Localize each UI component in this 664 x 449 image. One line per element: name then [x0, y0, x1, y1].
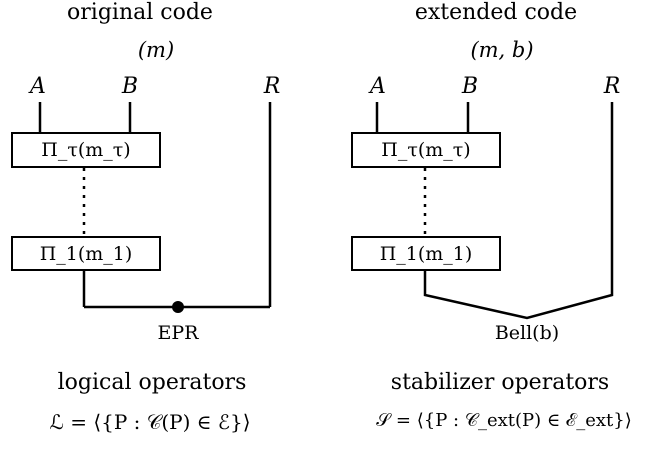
- left-footer-title: logical operators: [57, 370, 247, 395]
- left-epr-dot: [172, 301, 184, 313]
- right-box-bottom: Π_1(m_1): [351, 236, 501, 271]
- right-footer-title: stabilizer operators: [390, 370, 610, 395]
- right-wire-bell: [423, 102, 614, 320]
- right-label-b: B: [461, 74, 479, 99]
- left-box-top-label: Π_τ(m_τ): [41, 139, 131, 161]
- right-params: (m, b): [470, 38, 534, 62]
- left-box-top: Π_τ(m_τ): [11, 132, 161, 168]
- left-box-bottom: Π_1(m_1): [11, 236, 161, 271]
- right-junction-label: Bell(b): [494, 322, 560, 344]
- right-label-a: A: [370, 74, 386, 99]
- right-box-top-label: Π_τ(m_τ): [381, 139, 471, 161]
- left-junction-label: EPR: [157, 322, 199, 344]
- right-footer-eq: 𝒮 = ⟨{P : 𝒞_ext(P) ∈ ℰ_ext}⟩: [376, 410, 632, 431]
- right-box-top: Π_τ(m_τ): [351, 132, 501, 168]
- left-params: (m): [137, 38, 175, 62]
- left-footer-eq: ℒ = ⟨{P : 𝒞(P) ∈ ℰ}⟩: [49, 410, 251, 434]
- right-title: extended code: [414, 0, 578, 25]
- left-label-a: A: [30, 74, 46, 99]
- left-title: original code: [67, 0, 213, 25]
- left-label-r: R: [263, 74, 281, 99]
- right-label-r: R: [603, 74, 621, 99]
- left-label-b: B: [121, 74, 139, 99]
- right-box-bottom-label: Π_1(m_1): [379, 242, 473, 265]
- left-box-bottom-label: Π_1(m_1): [39, 242, 133, 265]
